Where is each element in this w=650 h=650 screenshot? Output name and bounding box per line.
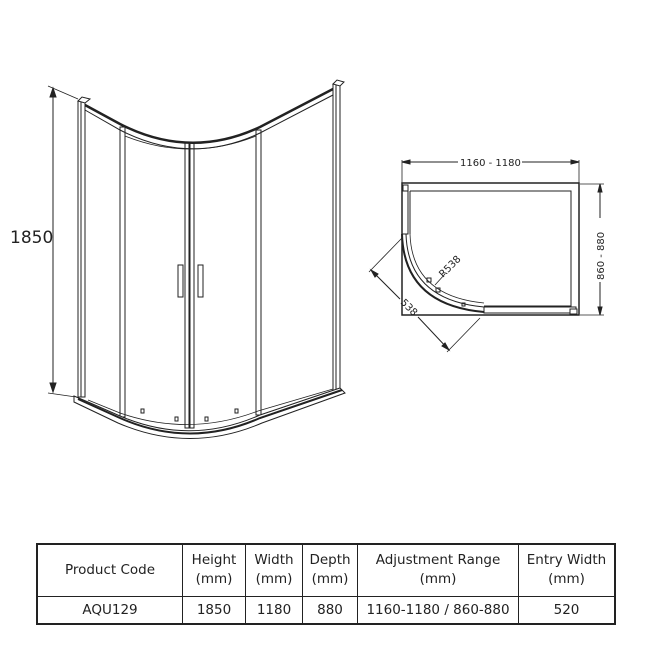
header-width: Width (mm) — [245, 543, 303, 597]
header-depth: Depth (mm) — [302, 543, 358, 597]
header-product-code: Product Code — [36, 543, 183, 597]
header-entry-width: Entry Width (mm) — [518, 543, 616, 597]
spec-table: Product Code Height (mm) Width (mm) Dept… — [36, 543, 616, 625]
cell-depth: 880 — [302, 595, 358, 625]
plan-view-enclosure — [368, 159, 604, 353]
cell-product-code: AQU129 — [36, 595, 183, 625]
height-dimension-label: 1850 — [10, 228, 53, 248]
plan-width-label: 1160 - 1180 — [460, 158, 521, 169]
cell-adjustment-range: 1160-1180 / 860-880 — [357, 595, 519, 625]
header-adjustment-range: Adjustment Range (mm) — [357, 543, 519, 597]
plan-radius-label: R538 — [437, 254, 463, 280]
technical-drawing: 1850 — [10, 79, 607, 439]
cell-height: 1850 — [182, 595, 246, 625]
plan-depth-label: 860 - 880 — [596, 232, 607, 280]
header-height: Height (mm) — [182, 543, 246, 597]
spec-table-header-row: Product Code Height (mm) Width (mm) Dept… — [36, 543, 616, 597]
cell-width: 1180 — [245, 595, 303, 625]
table-row: AQU129 1850 1180 880 1160-1180 / 860-880… — [36, 595, 616, 625]
cell-entry-width: 520 — [518, 595, 616, 625]
front-view-enclosure — [47, 79, 346, 439]
